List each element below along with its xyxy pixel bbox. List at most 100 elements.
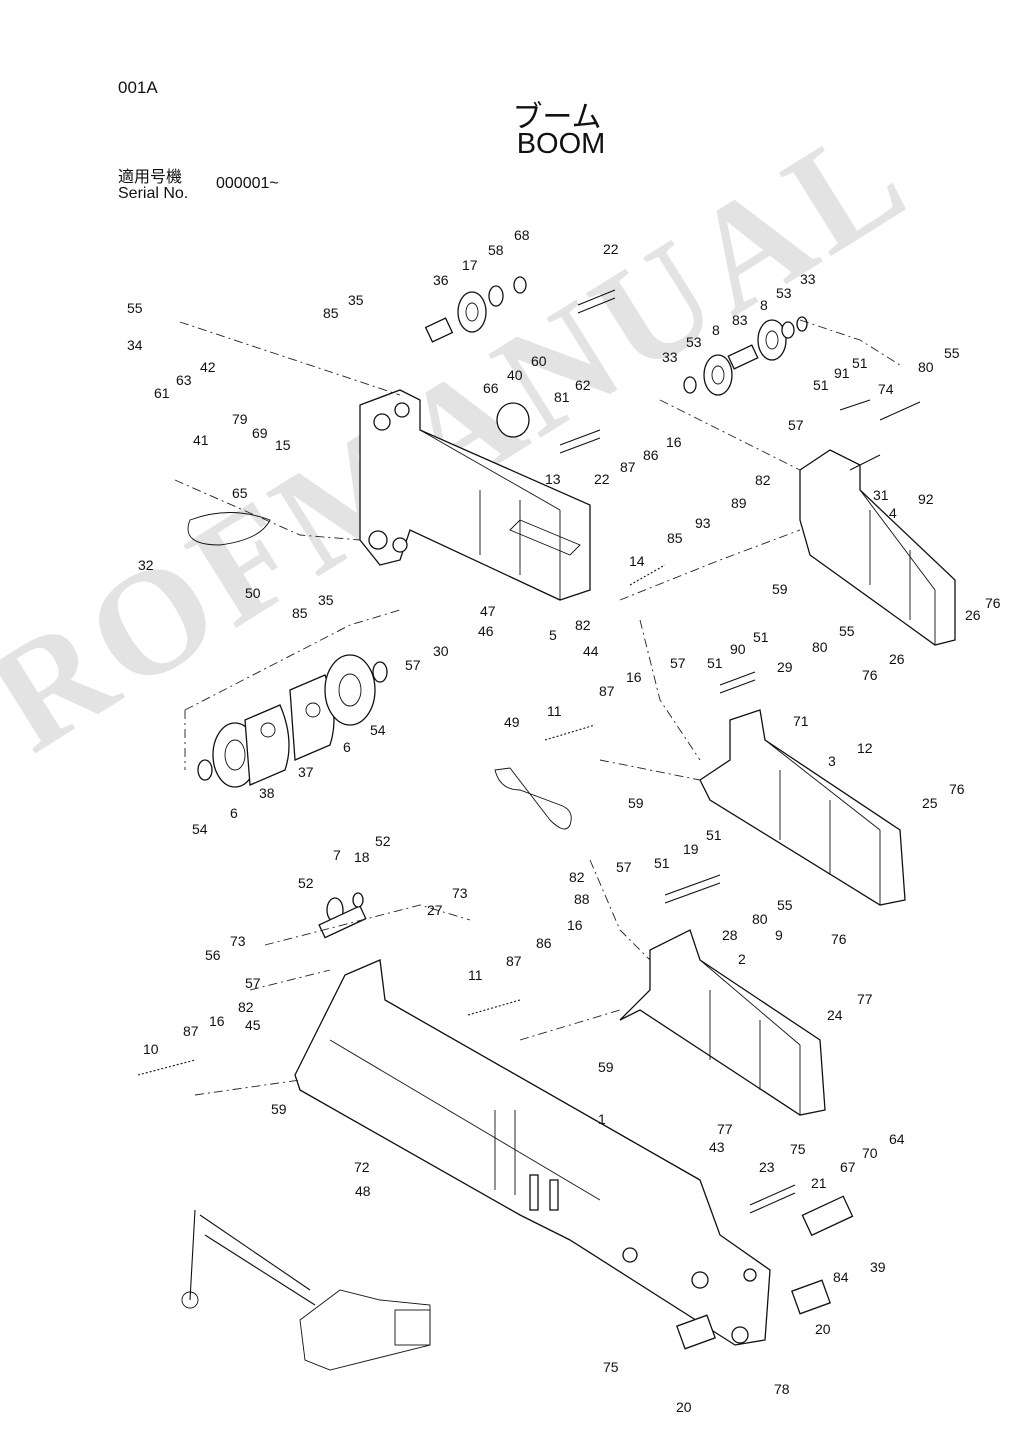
callout-c-16c: 16 xyxy=(209,1013,225,1029)
callout-c-64: 64 xyxy=(889,1131,905,1147)
upper-sheave-group xyxy=(424,276,616,454)
crane-thumbnail xyxy=(181,1209,431,1371)
callout-c-26a: 26 xyxy=(965,607,981,623)
callout-c-33a: 33 xyxy=(662,349,678,365)
callout-c-56: 56 xyxy=(205,947,221,963)
callout-c-90: 90 xyxy=(730,641,746,657)
callout-c-59c: 59 xyxy=(271,1101,287,1117)
callout-c-35a: 35 xyxy=(348,292,364,308)
callout-c-3: 3 xyxy=(828,753,836,769)
callout-c-27: 27 xyxy=(427,902,443,918)
callout-c-51e: 51 xyxy=(706,827,722,843)
callout-c-32: 32 xyxy=(138,557,154,573)
callout-c-22b: 22 xyxy=(594,471,610,487)
callout-c-74: 74 xyxy=(878,381,894,397)
callout-c-20a: 20 xyxy=(815,1321,831,1337)
page-code: 001A xyxy=(118,78,158,97)
callout-c-11a: 11 xyxy=(547,703,562,719)
callout-c-87d: 87 xyxy=(506,953,522,969)
callout-c-86a: 86 xyxy=(643,447,659,463)
callout-c-76a: 76 xyxy=(985,595,1001,611)
callout-c-57d: 57 xyxy=(616,859,632,875)
callout-c-16b: 16 xyxy=(626,669,642,685)
callout-c-5: 5 xyxy=(549,627,557,643)
callout-c-83: 83 xyxy=(732,312,748,328)
callout-c-61: 61 xyxy=(154,385,170,401)
callout-c-87c: 87 xyxy=(183,1023,199,1039)
serial-label-english: Serial No. xyxy=(118,185,189,202)
callout-c-7: 7 xyxy=(333,847,341,863)
callout-c-18: 18 xyxy=(354,849,370,865)
callout-c-82d: 82 xyxy=(238,999,254,1015)
callout-c-17: 17 xyxy=(462,257,478,273)
callout-c-67: 67 xyxy=(840,1159,856,1175)
callout-c-20b: 20 xyxy=(676,1399,692,1415)
callout-c-87a: 87 xyxy=(620,459,636,475)
callout-c-46: 46 xyxy=(478,623,494,639)
callout-c-33b: 33 xyxy=(800,271,816,287)
callout-c-53b: 53 xyxy=(776,285,792,301)
callout-c-76d: 76 xyxy=(831,931,847,947)
callout-c-76b: 76 xyxy=(862,667,878,683)
callout-c-82a: 82 xyxy=(755,472,771,488)
callout-c-85a: 85 xyxy=(323,305,339,321)
callout-c-70: 70 xyxy=(862,1145,878,1161)
callout-c-36: 36 xyxy=(433,272,449,288)
callout-c-16d: 16 xyxy=(567,917,583,933)
callout-c-82b: 82 xyxy=(575,617,591,633)
callout-c-68: 68 xyxy=(514,227,530,243)
callout-c-37: 37 xyxy=(298,764,314,780)
callout-c-50: 50 xyxy=(245,585,261,601)
boom-section-3 xyxy=(494,671,906,906)
callout-c-86b: 86 xyxy=(536,935,552,951)
callout-c-52a: 52 xyxy=(375,833,391,849)
callout-c-12: 12 xyxy=(857,740,873,756)
callout-c-34: 34 xyxy=(127,337,143,353)
callout-c-38: 38 xyxy=(259,785,275,801)
callout-c-75b: 75 xyxy=(603,1359,619,1375)
callout-c-87b: 87 xyxy=(599,683,615,699)
callout-c-85b: 85 xyxy=(292,605,308,621)
callout-c-89: 89 xyxy=(731,495,747,511)
callout-c-26b: 26 xyxy=(889,651,905,667)
callout-c-66: 66 xyxy=(483,380,499,396)
callout-c-51f: 51 xyxy=(654,855,670,871)
callout-c-60: 60 xyxy=(531,353,547,369)
callout-c-8b: 8 xyxy=(760,297,768,313)
callout-c-49: 49 xyxy=(504,714,520,730)
callout-c-48: 48 xyxy=(355,1183,371,1199)
callout-c-59d: 59 xyxy=(598,1059,614,1075)
callout-c-16a: 16 xyxy=(666,434,682,450)
callout-c-78: 78 xyxy=(774,1381,790,1397)
callout-c-53a: 53 xyxy=(686,334,702,350)
callout-c-81: 81 xyxy=(554,389,570,405)
callout-c-59a: 59 xyxy=(772,581,788,597)
callout-c-44: 44 xyxy=(583,643,599,659)
callout-c-28: 28 xyxy=(722,927,738,943)
callout-c-54b: 54 xyxy=(192,821,208,837)
callout-c-9: 9 xyxy=(775,927,783,943)
callout-c-54a: 54 xyxy=(370,722,386,738)
callout-c-91: 91 xyxy=(834,365,850,381)
serial-label-japanese: 適用号機 xyxy=(118,167,183,186)
boom-section-4 xyxy=(683,316,956,646)
callout-c-8a: 8 xyxy=(712,322,720,338)
callout-c-88: 88 xyxy=(574,891,590,907)
callout-c-39: 39 xyxy=(870,1259,886,1275)
title-japanese: ブーム xyxy=(512,100,602,135)
callout-c-6b: 6 xyxy=(230,805,238,821)
callout-c-52b: 52 xyxy=(298,875,314,891)
callout-c-55d: 55 xyxy=(777,897,793,913)
callout-c-51a: 51 xyxy=(852,355,868,371)
callout-c-57b: 57 xyxy=(788,417,804,433)
callout-c-40: 40 xyxy=(507,367,523,383)
boom-section-5 xyxy=(359,389,591,601)
callout-c-23: 23 xyxy=(759,1159,775,1175)
callout-c-22a: 22 xyxy=(603,241,619,257)
callout-c-29: 29 xyxy=(777,659,793,675)
callout-c-13: 13 xyxy=(545,471,561,487)
callout-c-69: 69 xyxy=(252,425,268,441)
callout-c-51b: 51 xyxy=(813,377,829,393)
callout-c-55c: 55 xyxy=(839,623,855,639)
callout-c-11b: 11 xyxy=(468,967,483,983)
